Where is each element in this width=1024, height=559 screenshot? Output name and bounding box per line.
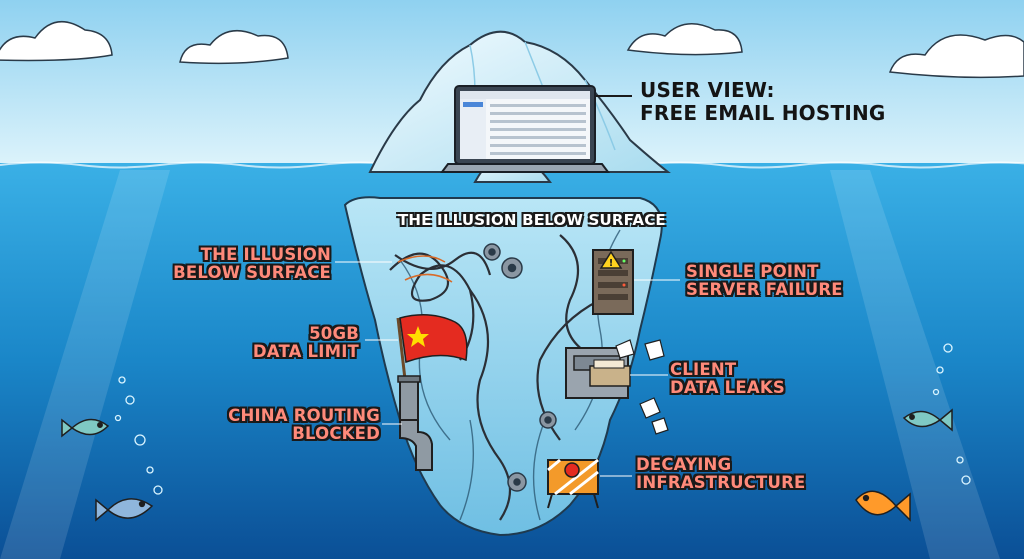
cloud-left [0, 21, 113, 62]
fish-left-bottom [95, 498, 154, 522]
flying-paper-icon [615, 339, 669, 435]
label-data-limit: 50GB DATA LIMIT [253, 325, 359, 361]
gear-icon [483, 243, 557, 492]
label-data-limit-line1: 50GB [309, 324, 359, 343]
user-view-label: USER VIEW: FREE EMAIL HOSTING [640, 79, 886, 125]
filing-cabinet-icon [565, 347, 631, 399]
label-decaying-line1: DECAYING [636, 455, 732, 474]
label-illusion: THE ILLUSION BELOW SURFACE [173, 246, 331, 282]
user-view-line1: USER VIEW: [640, 78, 775, 102]
barricade-icon [547, 458, 599, 509]
label-data-limit-line2: DATA LIMIT [252, 341, 359, 361]
label-china-routing-line1: CHINA ROUTING [228, 406, 380, 425]
label-data-leaks-line2: DATA LEAKS [670, 377, 785, 397]
china-flag-icon [396, 314, 468, 389]
fish-left-top [61, 418, 110, 438]
label-decaying-infrastructure: DECAYING INFRASTRUCTURE [636, 456, 805, 492]
user-view-line2: FREE EMAIL HOSTING [640, 101, 886, 125]
server-rack-icon: ! [592, 249, 634, 315]
bubbles [114, 343, 971, 495]
label-server-failure-line2: SERVER FAILURE [686, 279, 843, 299]
label-server-failure-line1: SINGLE POINT [686, 262, 819, 281]
label-pointers [335, 261, 680, 477]
svg-text:!: ! [609, 258, 614, 269]
label-illusion-line2: BELOW SURFACE [173, 262, 331, 282]
label-china-routing: CHINA ROUTING BLOCKED [228, 407, 380, 443]
laptop-icon [440, 85, 610, 173]
iceberg-subtitle: THE ILLUSION BELOW SURFACE [398, 211, 666, 229]
label-server-failure: SINGLE POINT SERVER FAILURE [686, 263, 843, 299]
label-china-routing-line2: BLOCKED [292, 423, 380, 443]
label-decaying-line2: INFRASTRUCTURE [636, 472, 806, 492]
cloud-right [626, 23, 1024, 79]
label-illusion-line1: THE ILLUSION [200, 245, 331, 264]
label-data-leaks: CLIENT DATA LEAKS [670, 361, 785, 397]
cloud-center-left [179, 29, 289, 65]
fish-orange [855, 490, 911, 522]
fish-right [902, 408, 953, 432]
label-data-leaks-line1: CLIENT [670, 360, 737, 379]
pipe-icon [397, 375, 433, 471]
